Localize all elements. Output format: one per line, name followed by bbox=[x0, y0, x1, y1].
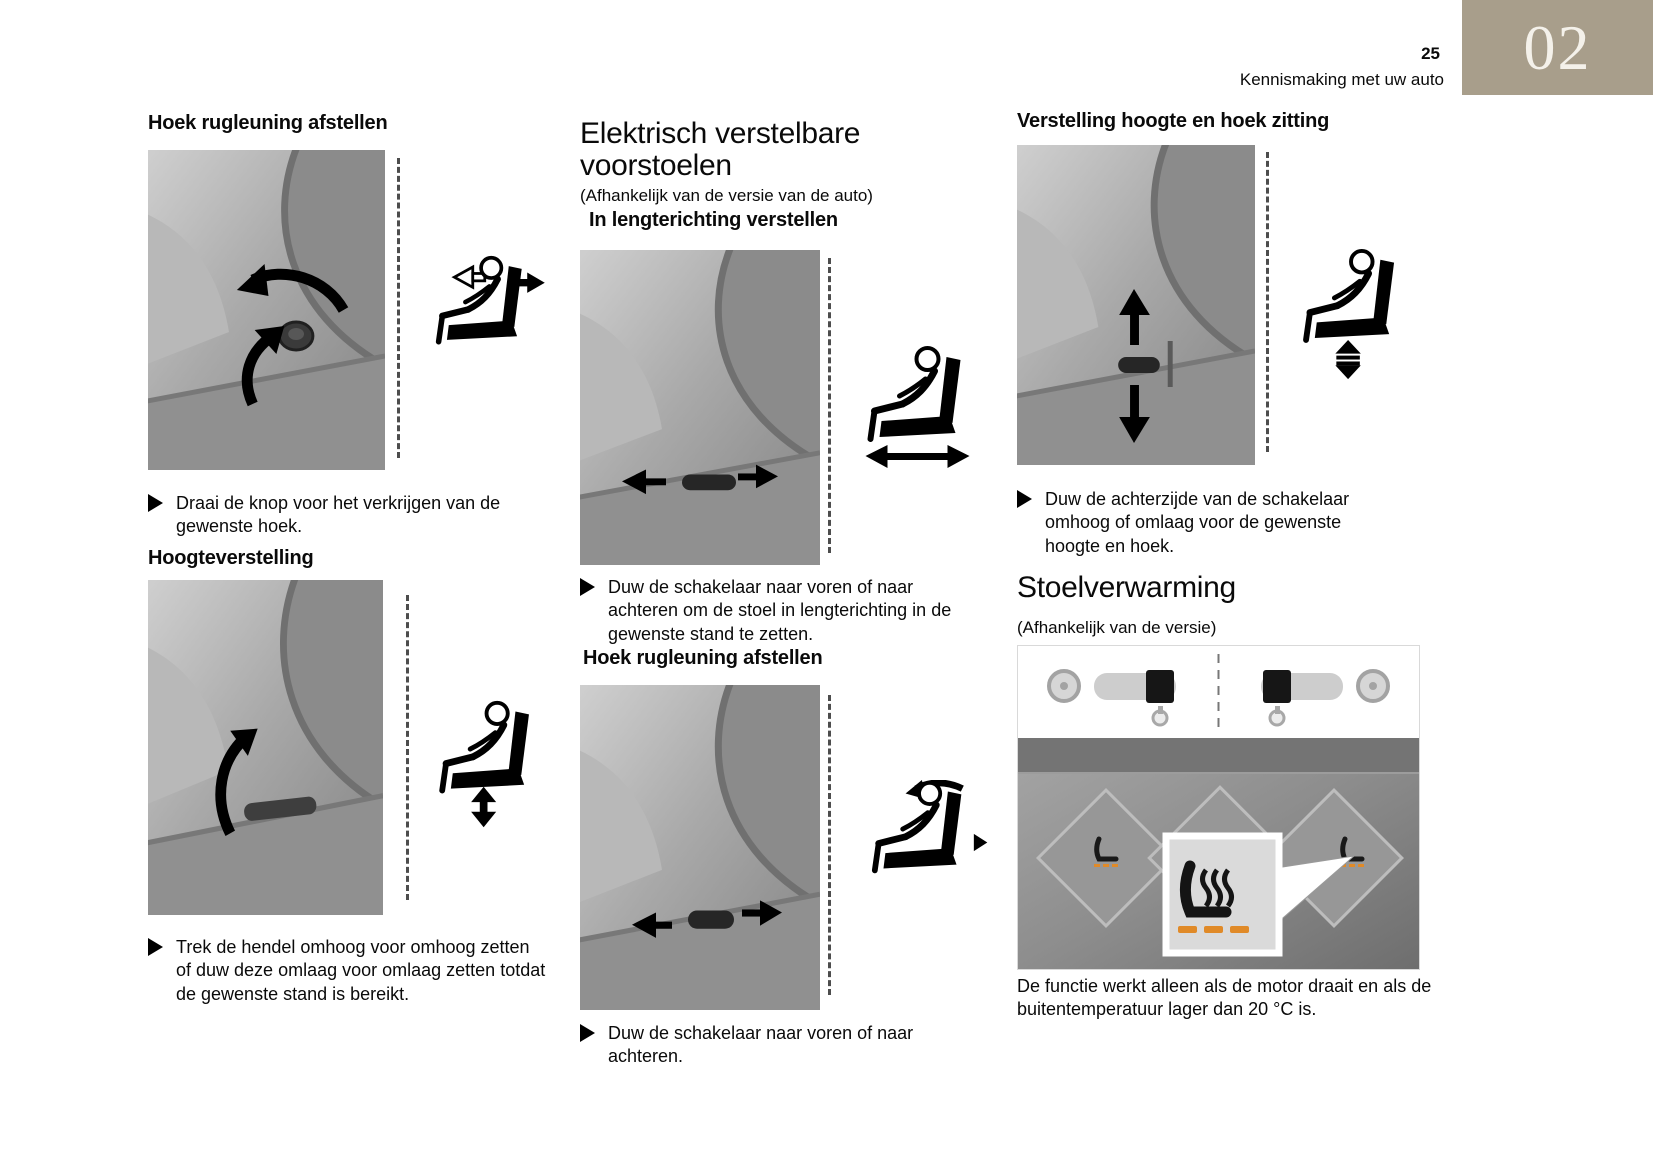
dashed-divider bbox=[406, 595, 409, 900]
bullet-triangle-icon bbox=[1017, 490, 1032, 508]
photo-height-lever bbox=[148, 580, 383, 915]
bullet-longitudinal: Duw de schakelaar naar voren of naar ach… bbox=[580, 576, 985, 646]
bullet-recline: Draai de knop voor het verkrijgen van de… bbox=[148, 492, 548, 539]
photo-backrest-switch bbox=[580, 685, 820, 1010]
chapter-number: 02 bbox=[1523, 11, 1592, 83]
running-header: Kennismaking met uw auto bbox=[1239, 70, 1444, 89]
seat-heating-pictogram-strip bbox=[1018, 646, 1419, 738]
bullet-triangle-icon bbox=[148, 494, 163, 512]
bullet-text: Duw de achterzijde van de schakelaar omh… bbox=[1045, 489, 1350, 556]
page-number: 25 bbox=[1421, 44, 1440, 63]
bullet-seat-height-angle: Duw de achterzijde van de schakelaar omh… bbox=[1017, 488, 1437, 558]
bullet-height: Trek de hendel omhoog voor omhoog zetten… bbox=[148, 936, 568, 1006]
seat-longitudinal-pictogram-icon bbox=[845, 345, 990, 475]
photo-console-heated-seat-button bbox=[1018, 738, 1419, 969]
photo-longitudinal-switch bbox=[580, 250, 820, 565]
seat-backrest-pictogram-icon bbox=[850, 780, 990, 905]
bullet-text: Draai de knop voor het verkrijgen van de… bbox=[176, 493, 501, 537]
bullet-triangle-icon bbox=[580, 578, 595, 596]
heading-seat-heating: Stoelverwarming bbox=[1017, 571, 1236, 604]
bullet-backrest-electric: Duw de schakelaar naar voren of naar ach… bbox=[580, 1022, 985, 1069]
heading-recline: Hoek rugleuning afstellen bbox=[148, 112, 388, 134]
dashed-divider bbox=[1266, 152, 1269, 452]
chapter-tab: 02 bbox=[1462, 0, 1653, 95]
note-seat-heating: De functie werkt alleen als de motor dra… bbox=[1017, 976, 1432, 1020]
bullet-text: Duw de schakelaar naar voren of naar ach… bbox=[608, 1023, 914, 1067]
seat-recline-pictogram-icon bbox=[412, 255, 552, 375]
dashed-divider bbox=[828, 695, 831, 995]
subtitle-version: (Afhankelijk van de versie van de auto) bbox=[580, 186, 873, 205]
photo-seat-height-switch bbox=[1017, 145, 1255, 465]
dashed-divider bbox=[397, 158, 400, 458]
heading-height: Hoogteverstelling bbox=[148, 547, 314, 569]
heading-seat-height-angle: Verstelling hoogte en hoek zitting bbox=[1017, 110, 1330, 132]
dashed-divider bbox=[828, 258, 831, 553]
bullet-text: Trek de hendel omhoog voor omhoog zetten… bbox=[176, 937, 546, 1004]
figure-seat-heating bbox=[1017, 645, 1420, 970]
bullet-triangle-icon bbox=[580, 1024, 595, 1042]
seat-tilt-height-pictogram-icon bbox=[1282, 248, 1422, 383]
seat-height-pictogram-icon bbox=[420, 690, 555, 840]
heading-longitudinal: In lengterichting verstellen bbox=[589, 209, 838, 231]
bullet-triangle-icon bbox=[148, 938, 163, 956]
bullet-text: Duw de schakelaar naar voren of naar ach… bbox=[608, 577, 952, 644]
subtitle-heating-version: (Afhankelijk van de versie) bbox=[1017, 618, 1217, 637]
heading-backrest-electric: Hoek rugleuning afstellen bbox=[583, 647, 823, 669]
heading-electric-seats: Elektrisch verstelbare voorstoelen bbox=[580, 117, 861, 183]
photo-recline-knob bbox=[148, 150, 385, 470]
